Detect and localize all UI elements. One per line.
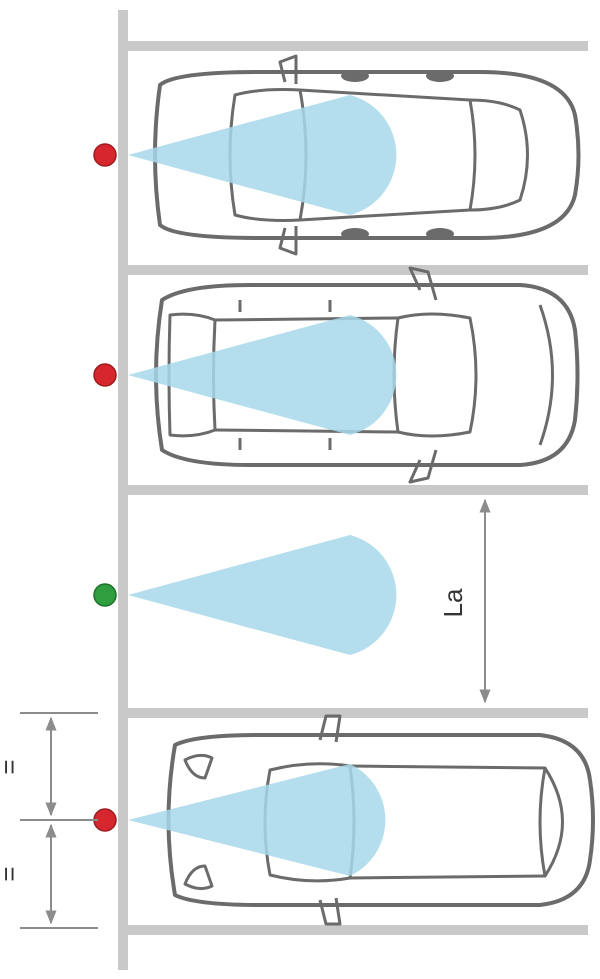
wall [118,10,128,970]
divider-line [128,485,588,495]
divider-line [128,265,588,275]
status-indicators [93,143,117,832]
sensor-cone [128,764,386,876]
equal-label-bottom: = [0,866,24,881]
sensor-cone [128,315,397,435]
sensor-cone [128,95,397,215]
space-width-label: La [438,588,468,617]
equal-label-top: = [0,759,24,774]
free-indicator [93,583,117,607]
divider-line [128,41,588,51]
parking-structure [118,10,588,970]
sensor-cone [128,535,397,655]
sensor-cones [128,95,397,876]
divider-line [128,708,588,718]
divider-line [128,925,588,935]
occupied-indicator [93,363,117,387]
space-width-dimension: La [438,498,491,704]
occupied-indicator [93,143,117,167]
equal-distance-dimension: = = [0,712,98,929]
